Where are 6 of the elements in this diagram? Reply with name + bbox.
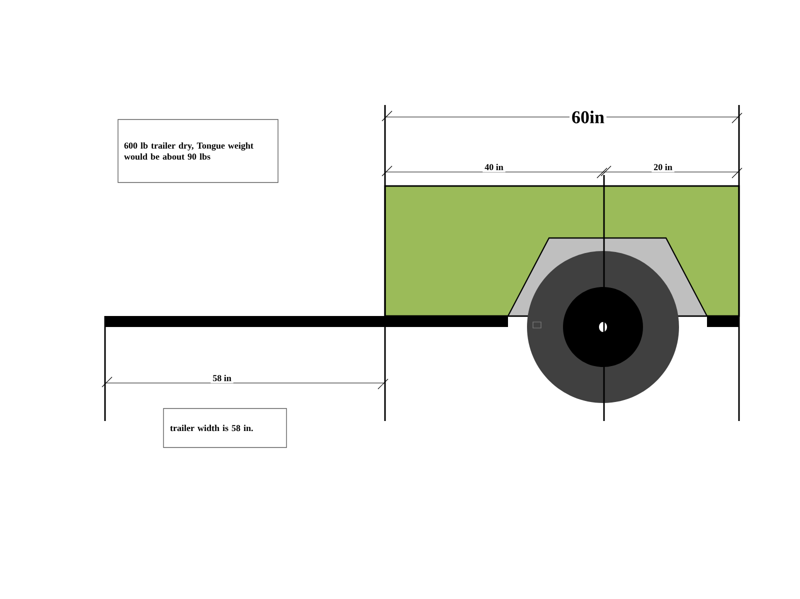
- note-box: trailer width is 58 in.: [163, 408, 287, 448]
- dimension-label: 58 in: [210, 372, 234, 384]
- note-box: 600 lb trailer dry, Tongue weight would be about 90 lbs: [118, 119, 278, 183]
- dimension-label: 20 in: [652, 162, 674, 172]
- dimension-label: 40 in: [482, 162, 506, 172]
- dimension-label: 60in: [570, 108, 606, 126]
